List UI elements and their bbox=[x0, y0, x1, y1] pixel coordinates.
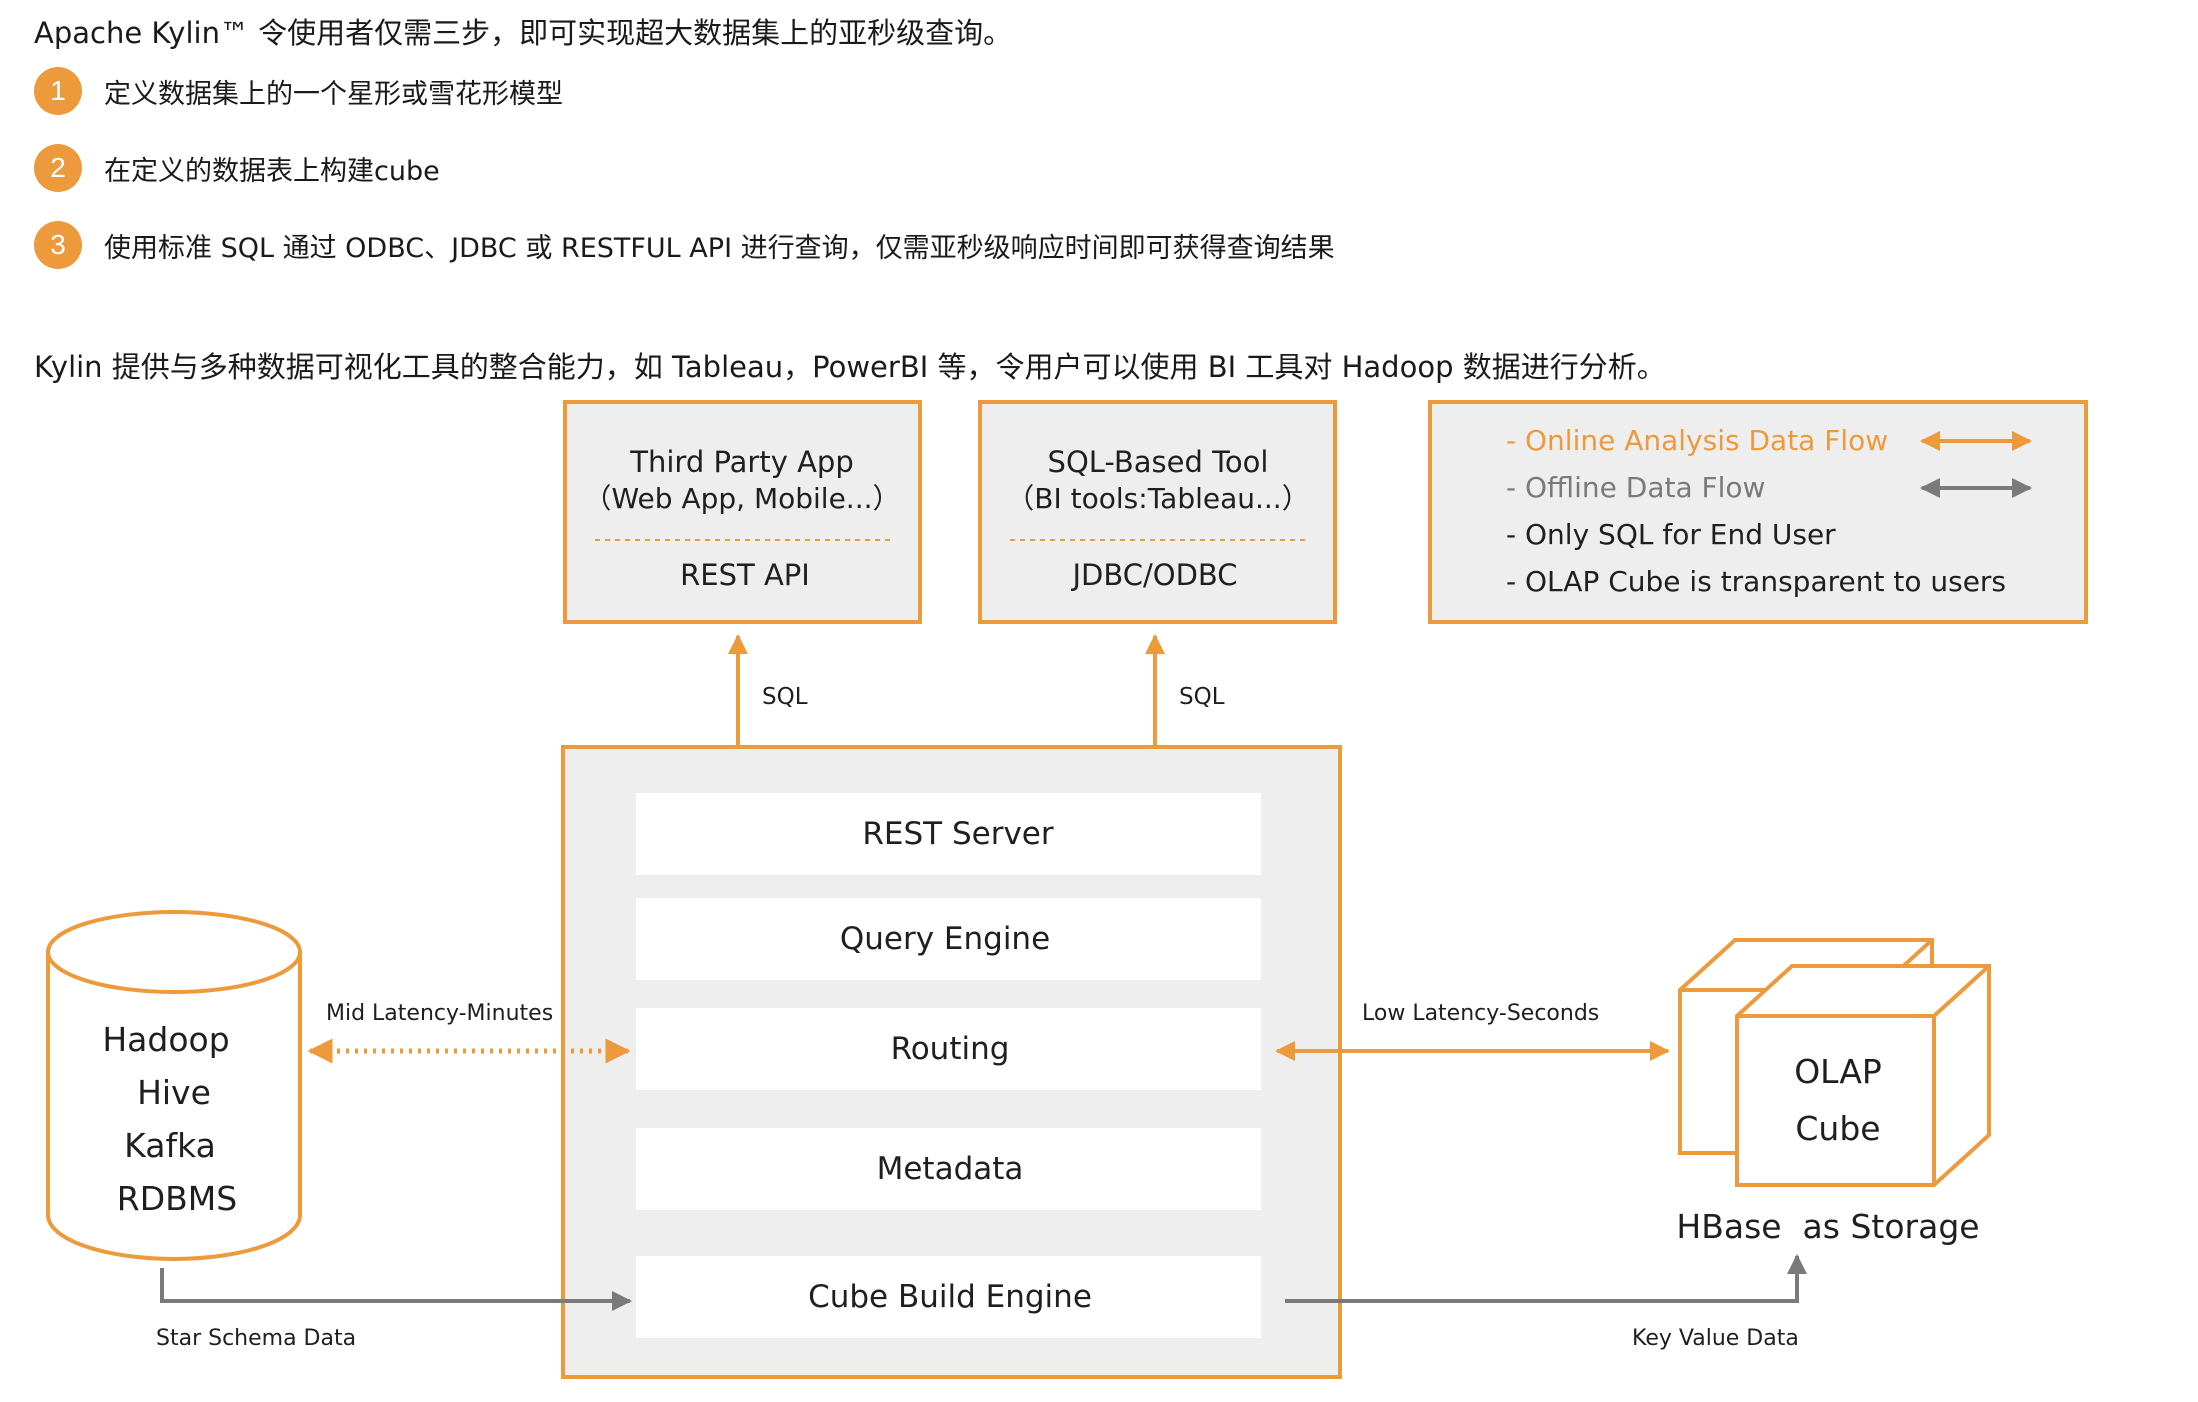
third-party-app-box: Third Party App （Web App, Mobile...） RES… bbox=[563, 400, 922, 624]
query-engine-block: Query Engine bbox=[840, 921, 1050, 957]
legend-offline: - Offline Data Flow bbox=[1506, 471, 1765, 504]
sql-based-tool-box: SQL-Based Tool （BI tools:Tableau...） JDB… bbox=[978, 400, 1337, 624]
cube-label-cube: Cube bbox=[1795, 1109, 1880, 1148]
sql-tool-subtitle: （BI tools:Tableau...） bbox=[1006, 482, 1309, 515]
source-rdbms: RDBMS bbox=[117, 1179, 237, 1218]
key-value-arrow bbox=[1285, 1254, 1807, 1303]
step-number-badge: 1 bbox=[34, 67, 82, 115]
rest-server-block: REST Server bbox=[862, 816, 1054, 852]
low-latency-label: Low Latency-Seconds bbox=[1362, 1001, 1599, 1026]
mid-latency-label: Mid Latency-Minutes bbox=[326, 1001, 553, 1026]
step-text: 定义数据集上的一个星形或雪花形模型 bbox=[104, 78, 563, 110]
cube-build-engine-block: Cube Build Engine bbox=[808, 1279, 1092, 1315]
legend-online: - Online Analysis Data Flow bbox=[1506, 424, 1888, 457]
star-schema-label: Star Schema Data bbox=[156, 1326, 356, 1351]
kylin-server-panel: REST Server Query Engine Routing Metadat… bbox=[561, 745, 1342, 1379]
jdbc-odbc-label: JDBC/ODBC bbox=[1070, 558, 1237, 592]
step-2: 2 在定义的数据表上构建cube bbox=[34, 143, 440, 193]
olap-cube-icon: OLAP Cube bbox=[1678, 938, 1991, 1187]
sql-label-left: SQL bbox=[762, 684, 808, 710]
sql-label-right: SQL bbox=[1179, 684, 1225, 710]
hbase-storage-label: HBase as Storage bbox=[1676, 1207, 1979, 1246]
cube-label-olap: OLAP bbox=[1794, 1052, 1882, 1091]
source-kafka: Kafka bbox=[124, 1126, 216, 1165]
legend-box: - Online Analysis Data Flow - Offline Da… bbox=[1428, 400, 2088, 624]
step-text: 在定义的数据表上构建cube bbox=[104, 155, 440, 187]
step-3: 3 使用标准 SQL 通过 ODBC、JDBC 或 RESTFUL API 进行… bbox=[34, 220, 1335, 270]
legend-transparent: - OLAP Cube is transparent to users bbox=[1506, 565, 2006, 598]
step-number-badge: 2 bbox=[34, 144, 82, 192]
source-hadoop: Hadoop bbox=[102, 1020, 229, 1059]
routing-block: Routing bbox=[891, 1031, 1010, 1067]
third-party-subtitle: （Web App, Mobile...） bbox=[584, 482, 901, 515]
step-text: 使用标准 SQL 通过 ODBC、JDBC 或 RESTFUL API 进行查询… bbox=[104, 232, 1335, 264]
rest-api-label: REST API bbox=[680, 558, 810, 592]
step-number-badge: 3 bbox=[34, 221, 82, 269]
step-1: 1 定义数据集上的一个星形或雪花形模型 bbox=[34, 66, 563, 116]
integration-text: Kylin 提供与多种数据可视化工具的整合能力，如 Tableau，PowerB… bbox=[34, 350, 1666, 384]
star-schema-arrow bbox=[160, 1268, 632, 1311]
intro-text: Apache Kylin™ 令使用者仅需三步，即可实现超大数据集上的亚秒级查询。 bbox=[34, 16, 1013, 50]
data-source-cylinder-icon: Hadoop Hive Kafka RDBMS bbox=[46, 910, 302, 1261]
legend-sql-only: - Only SQL for End User bbox=[1506, 518, 1836, 551]
source-hive: Hive bbox=[137, 1073, 211, 1112]
metadata-block: Metadata bbox=[877, 1151, 1024, 1187]
third-party-title: Third Party App bbox=[629, 445, 853, 479]
key-value-label: Key Value Data bbox=[1632, 1326, 1799, 1351]
sql-tool-title: SQL-Based Tool bbox=[1048, 445, 1269, 479]
